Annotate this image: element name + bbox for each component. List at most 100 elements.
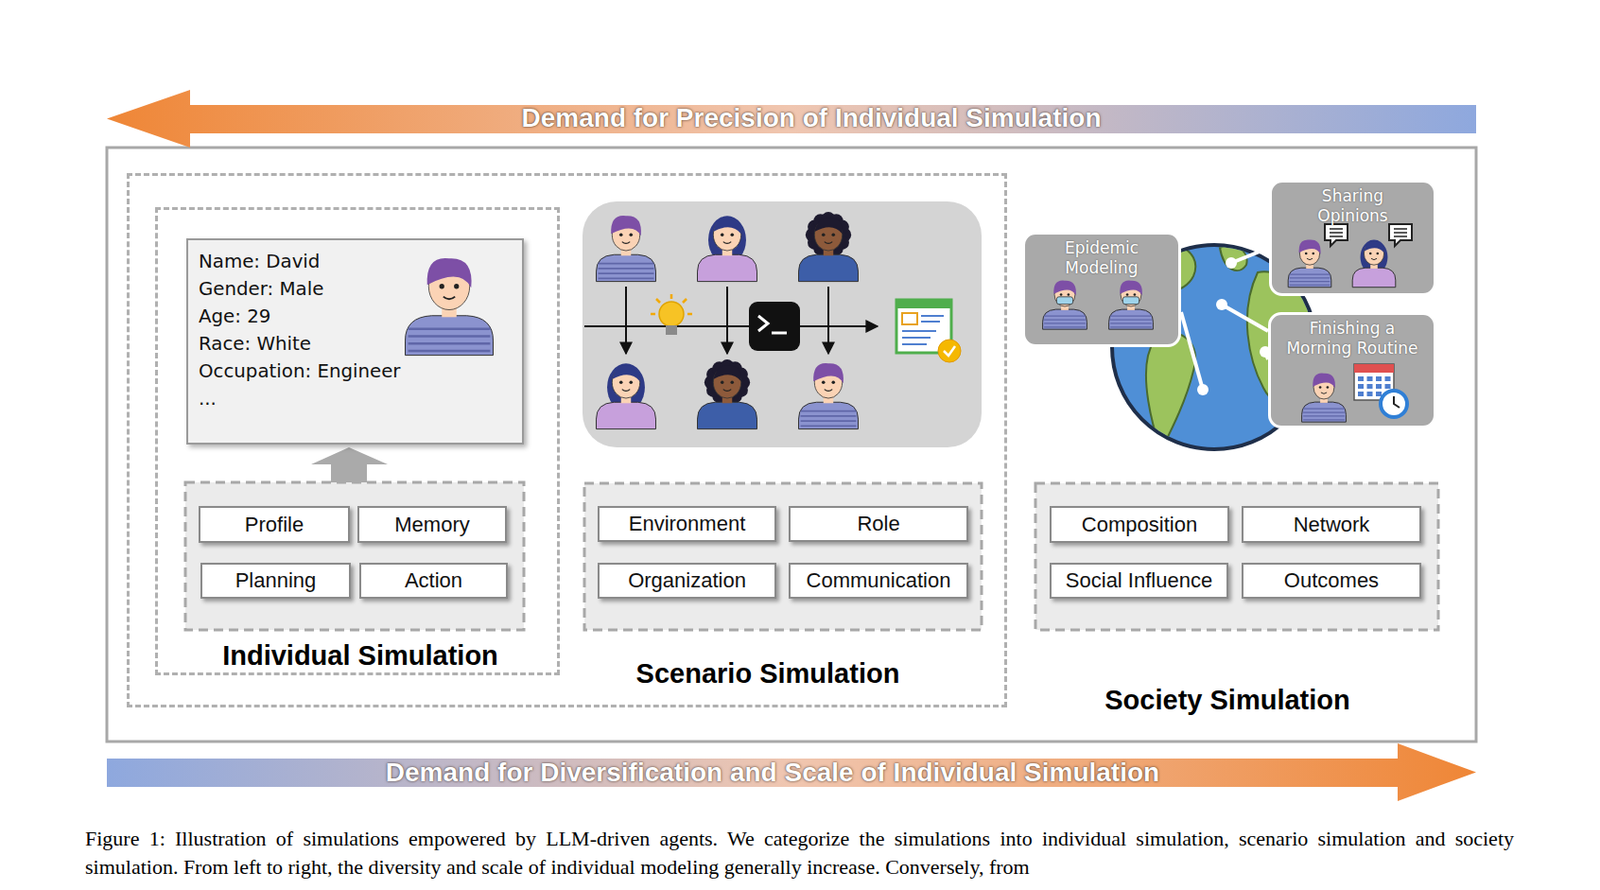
profile-line: Occupation: Engineer	[198, 357, 533, 385]
shirt-stripe	[1043, 318, 1086, 320]
callout-label: Finishing a Morning Routine	[1281, 318, 1424, 359]
shirt-stripe	[598, 267, 655, 270]
shoulders	[1302, 401, 1347, 422]
person-icon	[799, 363, 859, 429]
section-title: Scenario Simulation	[636, 658, 901, 690]
module-box: Organization	[597, 562, 777, 599]
shirt-stripe	[1110, 314, 1152, 316]
hair	[1119, 280, 1143, 296]
eye	[1126, 293, 1130, 296]
bulb-base	[665, 325, 678, 335]
module-group-box	[1035, 483, 1439, 630]
eye	[619, 380, 624, 384]
bubble-line	[1393, 231, 1408, 234]
shirt-stripe	[1303, 418, 1345, 420]
shirt-stripe	[1303, 415, 1345, 417]
hair	[713, 217, 741, 234]
shoulders	[596, 401, 657, 429]
module-label: Role	[856, 511, 900, 537]
scenario-panel	[582, 201, 982, 448]
terminal-prompt	[758, 315, 768, 331]
shirt-stripe	[1289, 284, 1331, 286]
shirt-stripe	[1110, 326, 1152, 328]
calendar-cell	[1357, 383, 1364, 389]
shirt-stripe	[1289, 280, 1331, 282]
shirt-stripe	[1110, 318, 1152, 320]
shirt-stripe	[800, 425, 857, 428]
hair	[1312, 373, 1336, 389]
calendar-cell	[1357, 391, 1364, 397]
shoulders	[697, 254, 758, 281]
arrow-label: Demand for Precision of Individual Simul…	[521, 103, 1102, 134]
check-mark	[943, 346, 956, 356]
flow-arrow	[584, 325, 878, 328]
calendar-cell	[1367, 383, 1374, 389]
shoulders	[405, 315, 494, 356]
shirt-stripe	[1043, 314, 1086, 316]
shirt-stripe	[800, 415, 857, 418]
outer-frame	[106, 147, 1477, 742]
code-document-icon	[896, 299, 961, 363]
module-box: Role	[788, 505, 969, 542]
shirt-stripe	[1289, 277, 1331, 279]
smile	[723, 242, 731, 244]
eye	[439, 283, 445, 289]
doc-line	[902, 336, 931, 339]
flow-arrow	[726, 286, 729, 354]
speech-bubble	[1389, 224, 1412, 246]
eye	[831, 380, 835, 384]
doc-line	[921, 314, 944, 317]
callout-label: Sharing Opinions	[1305, 186, 1401, 227]
module-label: Communication	[806, 568, 952, 593]
shoulders	[596, 254, 657, 281]
eye	[1133, 293, 1137, 296]
bulb-ray	[656, 298, 661, 303]
profile-card: Name: DavidGender: MaleAge: 29Race: Whit…	[186, 238, 524, 445]
shoulders	[697, 401, 758, 429]
bubble-shape	[1324, 224, 1348, 246]
bulb-ray	[650, 313, 656, 316]
doc-line	[902, 330, 937, 332]
hair	[610, 215, 642, 236]
module-label: Action	[404, 568, 463, 593]
eye	[1312, 252, 1316, 256]
demand-arrow: Demand for Precision of Individual Simul…	[106, 89, 1477, 148]
eye	[730, 232, 734, 237]
hair	[713, 365, 741, 382]
calendar-cell	[1385, 383, 1392, 389]
face-mask	[1056, 296, 1073, 305]
eye	[821, 380, 826, 384]
eye	[1060, 293, 1063, 296]
calendar-cell	[1375, 383, 1382, 389]
shirt-stripe	[1289, 273, 1331, 275]
smile	[1371, 258, 1377, 260]
callout-dot	[1216, 298, 1228, 311]
module-box: Communication	[788, 562, 969, 599]
doc-bar	[896, 299, 952, 309]
callout-box: Epidemic Modeling	[1022, 231, 1182, 348]
terminal-icon	[748, 301, 800, 351]
shirt-stripe	[598, 278, 655, 280]
eye	[1319, 385, 1322, 389]
person-icon	[697, 215, 758, 281]
continent	[1146, 330, 1196, 451]
smile	[443, 296, 455, 300]
bulb-ray	[682, 298, 687, 303]
module-label: Composition	[1081, 512, 1198, 538]
check-badge	[938, 339, 961, 363]
eye	[720, 380, 725, 384]
clock-icon	[1380, 390, 1408, 418]
smile	[622, 389, 630, 392]
eye	[730, 380, 734, 384]
terminal-cursor	[771, 331, 787, 335]
module-box: Profile	[198, 505, 350, 543]
eye	[453, 283, 459, 289]
callout-box: Finishing a Morning Routine	[1268, 312, 1437, 429]
module-label: Profile	[244, 512, 304, 538]
bubble-line	[1329, 227, 1343, 230]
doc-line	[921, 320, 940, 323]
bulb-ray	[670, 294, 674, 299]
profile-line: Age: 29	[198, 302, 533, 331]
calendar-cell	[1357, 376, 1364, 382]
